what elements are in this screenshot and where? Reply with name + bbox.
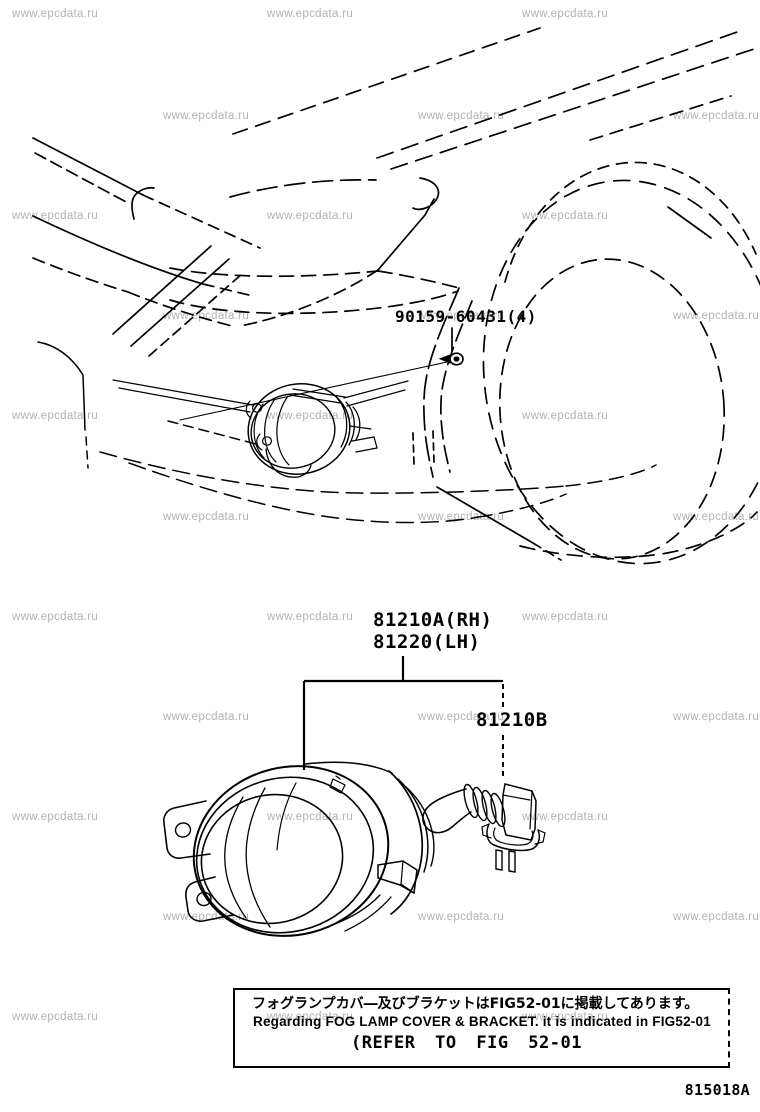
watermark-text: www.epcdata.ru — [418, 511, 505, 523]
watermark-text: www.epcdata.ru — [673, 310, 760, 322]
watermark-text: www.epcdata.ru — [12, 8, 99, 20]
wheel-arch-lines — [412, 161, 760, 565]
watermark-text: www.epcdata.ru — [267, 811, 354, 823]
car-body-lines — [32, 27, 758, 357]
watermark-text: www.epcdata.ru — [267, 210, 354, 222]
watermark-text: www.epcdata.ru — [12, 210, 99, 222]
figure-code: 815018A — [684, 1081, 750, 1099]
reference-note-box: フォグランプカバ―及びブラケットはFIG52-01に掲載してあります。 Rega… — [233, 988, 730, 1068]
watermark-text: www.epcdata.ru — [418, 310, 505, 322]
watermark-text: www.epcdata.ru — [267, 410, 354, 422]
mounting-screw-drawing — [438, 327, 464, 366]
watermark-text: www.epcdata.ru — [418, 911, 505, 923]
watermark-text: www.epcdata.ru — [673, 911, 760, 923]
watermark-text: www.epcdata.ru — [163, 511, 250, 523]
watermark-text: www.epcdata.ru — [522, 410, 609, 422]
watermark-text: www.epcdata.ru — [163, 711, 250, 723]
fog-lamp-bulb-drawing — [422, 783, 546, 873]
watermark-text: www.epcdata.ru — [12, 1011, 99, 1023]
note-line-english: Regarding FOG LAMP COVER & BRACKET. it i… — [253, 1014, 711, 1030]
watermark-text: www.epcdata.ru — [163, 110, 250, 122]
callout-fog-lamp-lh-part-number: 81220(LH) — [373, 631, 481, 653]
watermark-text: www.epcdata.ru — [673, 511, 760, 523]
watermark-text: www.epcdata.ru — [522, 8, 609, 20]
callout-screw-part-number: 90159-60431(4) — [395, 307, 537, 326]
watermark-text: www.epcdata.ru — [522, 210, 609, 222]
watermark-text: www.epcdata.ru — [522, 611, 609, 623]
watermark-text: www.epcdata.ru — [12, 811, 99, 823]
watermark-text: www.epcdata.ru — [12, 611, 99, 623]
watermark-text: www.epcdata.ru — [267, 611, 354, 623]
watermark-text: www.epcdata.ru — [267, 8, 354, 20]
bumper-fog-lamp-drawing — [245, 383, 378, 478]
watermark-text: www.epcdata.ru — [12, 410, 99, 422]
watermark-text: www.epcdata.ru — [673, 110, 760, 122]
watermark-text: www.epcdata.ru — [418, 110, 505, 122]
watermark-text: www.epcdata.ru — [673, 711, 760, 723]
watermark-text: www.epcdata.ru — [522, 811, 609, 823]
fog-lamp-assembly-drawing — [163, 761, 435, 937]
watermark-text: www.epcdata.ru — [267, 1011, 354, 1023]
watermark-text: www.epcdata.ru — [163, 310, 250, 322]
note-line-refer: (REFER TO FIG 52-01 — [351, 1032, 582, 1053]
callout-bulb-part-number: 81210B — [476, 709, 548, 731]
watermark-text: www.epcdata.ru — [522, 1011, 609, 1023]
callout-fog-lamp-rh-part-number: 81210A(RH) — [373, 609, 493, 631]
callout-leader-lines — [302, 656, 504, 779]
front-bumper-lines — [37, 341, 657, 524]
watermark-text: www.epcdata.ru — [163, 911, 250, 923]
note-line-japanese: フォグランプカバ―及びブラケットはFIG52-01に掲載してあります。 — [252, 996, 699, 1012]
watermark-text: www.epcdata.ru — [418, 711, 505, 723]
